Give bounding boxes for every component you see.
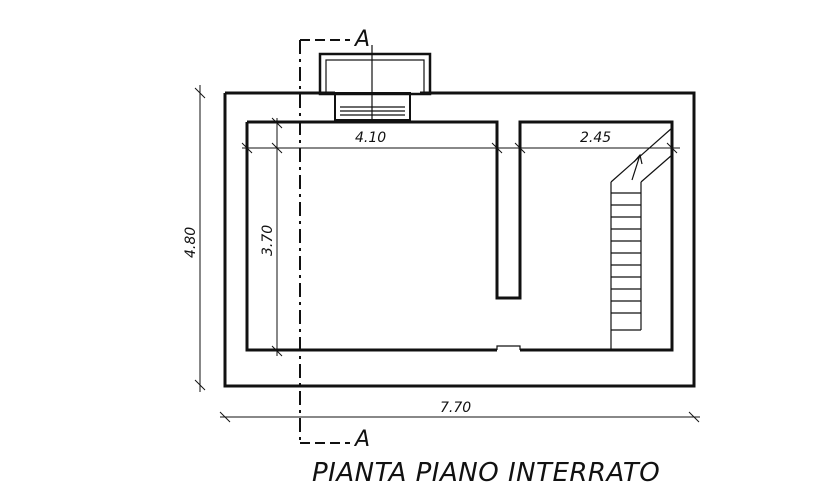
dim-room-left-width: 4.10 xyxy=(355,130,386,146)
section-line xyxy=(299,39,350,445)
dim-room-height: 3.70 xyxy=(260,225,276,256)
dim-room-right-width: 2.45 xyxy=(580,130,611,146)
section-label-top: A xyxy=(353,27,370,52)
door-opening xyxy=(496,345,521,350)
dim-total-width: 7.70 xyxy=(440,400,471,416)
section-label-bottom: A xyxy=(353,427,370,452)
drawing-title: PIANTA PIANO INTERRATO xyxy=(312,458,660,488)
outer-wall xyxy=(223,91,696,388)
dim-total-height: 4.80 xyxy=(183,227,199,258)
inner-wall-outline xyxy=(245,120,674,352)
light-well xyxy=(318,45,432,121)
staircase xyxy=(610,127,673,350)
dimension-lines xyxy=(194,85,700,423)
